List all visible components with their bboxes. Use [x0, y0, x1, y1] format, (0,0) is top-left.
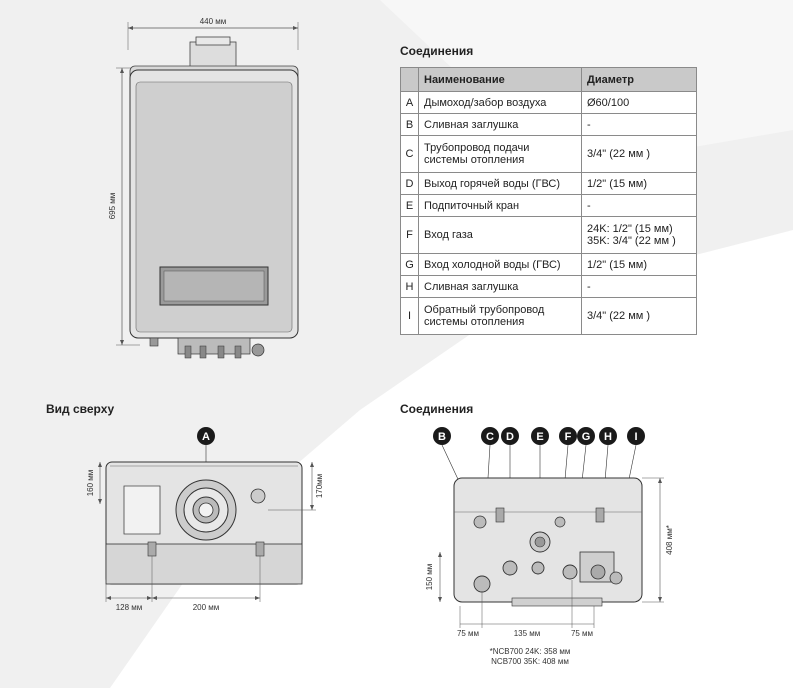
table-row: G Вход холодной воды (ГВС) 1/2" (15 мм) — [400, 253, 697, 276]
connections-table: Наименование Диаметр A Дымоход/забор воз… — [400, 67, 697, 335]
front-view-drawing: 440 мм 695 мм — [108, 17, 299, 359]
table-row: C Трубопровод подачи системы отопления 3… — [400, 135, 697, 173]
marker-b: B — [433, 427, 451, 445]
marker-c: C — [481, 427, 499, 445]
row-letter: F — [400, 216, 419, 254]
top-view-drawing: A 160 мм 170мм 128 мм 200 мм — [86, 427, 324, 612]
marker-a-label: A — [202, 431, 210, 443]
svg-text:E: E — [536, 431, 543, 443]
row-letter: I — [400, 297, 419, 335]
bottom-view-right-dim: 408 мм* — [665, 525, 674, 555]
bottom-view-drawing: B C D E F G H I 150 мм 408 мм* — [425, 427, 674, 666]
connections-table-title: Соединения — [400, 44, 474, 58]
row-name: Трубопровод подачи системы отопления — [418, 135, 582, 173]
row-diameter: 3/4" (22 мм ) — [581, 297, 697, 335]
bottom-view-dim-3: 75 мм — [571, 629, 593, 638]
row-name: Сливная заглушка — [418, 275, 582, 298]
row-letter: D — [400, 172, 419, 195]
table-row: E Подпиточный кран - — [400, 194, 697, 217]
row-letter: G — [400, 253, 419, 276]
bottom-view-dim-2: 135 мм — [514, 629, 541, 638]
top-view-title: Вид сверху — [46, 402, 115, 416]
row-diameter: 24K: 1/2" (15 мм) 35K: 3/4" (22 мм ) — [581, 216, 697, 254]
row-name: Вход холодной воды (ГВС) — [418, 253, 582, 276]
row-name: Обратный трубопровод системы отопления — [418, 297, 582, 335]
header-letter — [400, 67, 419, 92]
top-view-left-dim: 160 мм — [86, 470, 95, 497]
header-diameter: Диаметр — [581, 67, 697, 92]
row-name: Подпиточный кран — [418, 194, 582, 217]
row-diameter: Ø60/100 — [581, 91, 697, 114]
table-row: H Сливная заглушка - — [400, 275, 697, 298]
row-diameter: 1/2" (15 мм) — [581, 172, 697, 195]
row-name: Дымоход/забор воздуха — [418, 91, 582, 114]
svg-text:G: G — [582, 431, 591, 443]
row-diameter: - — [581, 275, 697, 298]
svg-text:I: I — [634, 431, 637, 443]
bottom-view-footnote-2: NCB700 35K: 408 мм — [491, 657, 569, 666]
svg-text:C: C — [486, 431, 494, 443]
front-width-label: 440 мм — [200, 17, 227, 26]
table-row: B Сливная заглушка - — [400, 113, 697, 136]
front-height-label: 695 мм — [108, 193, 117, 220]
bottom-view-footnote-1: *NCB700 24K: 358 мм — [490, 647, 571, 656]
marker-a — [197, 427, 215, 445]
svg-text:F: F — [565, 431, 572, 443]
row-letter: C — [400, 135, 419, 173]
table-header-row: Наименование Диаметр — [400, 67, 697, 92]
row-diameter: - — [581, 113, 697, 136]
row-name: Вход газа — [418, 216, 582, 254]
row-name: Сливная заглушка — [418, 113, 582, 136]
table-row: F Вход газа 24K: 1/2" (15 мм) 35K: 3/4" … — [400, 216, 697, 254]
marker-g: G — [577, 427, 595, 445]
table-row: A Дымоход/забор воздуха Ø60/100 — [400, 91, 697, 114]
table-row: I Обратный трубопровод системы отопления… — [400, 297, 697, 335]
row-letter: A — [400, 91, 419, 114]
table-row: D Выход горячей воды (ГВС) 1/2" (15 мм) — [400, 172, 697, 195]
bottom-view-title: Соединения — [400, 402, 474, 416]
marker-h: H — [599, 427, 617, 445]
top-view-right-dim: 170мм — [315, 474, 324, 498]
svg-text:B: B — [438, 431, 446, 443]
row-diameter: - — [581, 194, 697, 217]
row-diameter: 1/2" (15 мм) — [581, 253, 697, 276]
top-view-bottom-left-dim: 128 мм — [116, 603, 143, 612]
bottom-view-dim-1: 75 мм — [457, 629, 479, 638]
row-diameter: 3/4" (22 мм ) — [581, 135, 697, 173]
svg-text:H: H — [604, 431, 612, 443]
marker-i: I — [627, 427, 645, 445]
row-letter: E — [400, 194, 419, 217]
marker-d: D — [501, 427, 519, 445]
top-view-bottom-mid-dim: 200 мм — [193, 603, 220, 612]
row-letter: B — [400, 113, 419, 136]
row-name: Выход горячей воды (ГВС) — [418, 172, 582, 195]
bottom-view-left-dim: 150 мм — [425, 564, 434, 591]
row-letter: H — [400, 275, 419, 298]
marker-f: F — [559, 427, 577, 445]
svg-text:D: D — [506, 431, 514, 443]
header-name: Наименование — [418, 67, 582, 92]
marker-e: E — [531, 427, 549, 445]
